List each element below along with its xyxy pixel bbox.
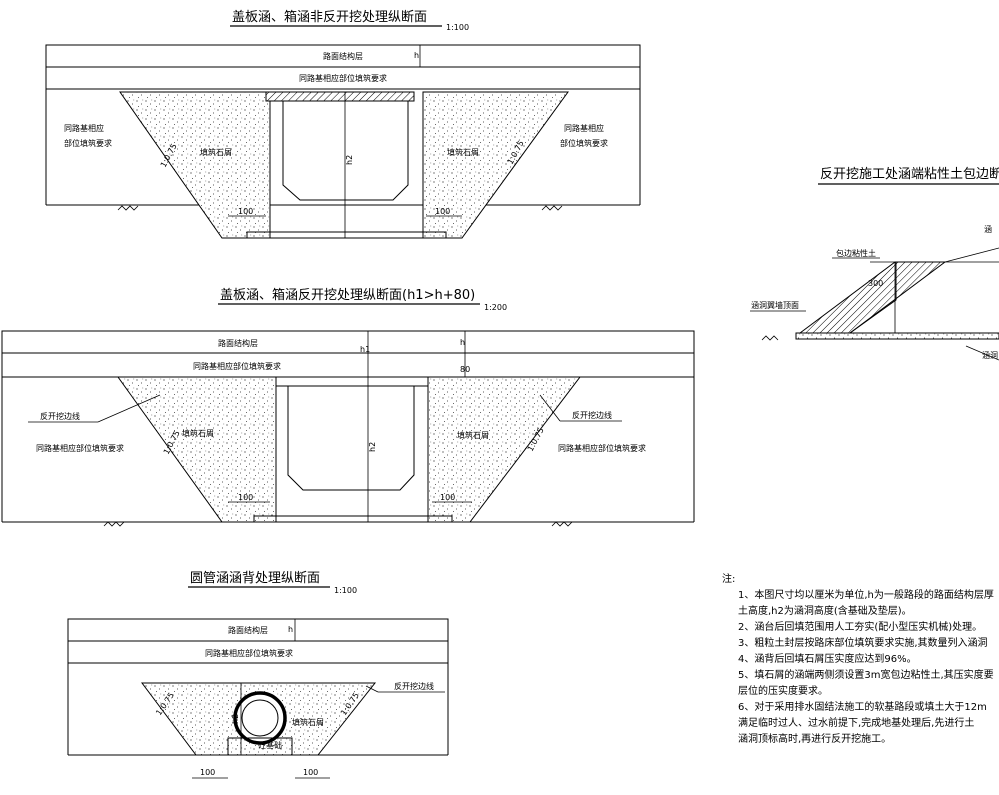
section2-dim-left: 100 bbox=[238, 493, 253, 502]
notes-title: 注: bbox=[722, 574, 736, 585]
note-line: 6、对于采用排水固结法施工的软基路段或填土大于12m bbox=[738, 702, 987, 713]
section1-pavement-label: 路面结构层 bbox=[323, 51, 363, 61]
note-line: 满足临时过人、过水前提下,完成地基处理后,先进行土 bbox=[738, 718, 975, 729]
note-line: 2、涵台后回填范围用人工夯实(配小型压实机械)处理。 bbox=[738, 622, 983, 633]
section2-gravel-right-label: 填筑石屑 bbox=[457, 430, 489, 440]
note-line: 层位的压实度要求。 bbox=[738, 686, 828, 697]
section1-side-left-1: 同路基相应 bbox=[64, 123, 104, 133]
section2-scale: 1:200 bbox=[484, 303, 507, 312]
section2-80-mark: 80 bbox=[460, 365, 470, 374]
note-line: 5、填石屑的涵端两侧须设置3m宽包边粘性土,其压实度要 bbox=[738, 670, 994, 681]
section2-excavation-left: 反开挖边线 bbox=[40, 411, 80, 421]
section3-h2-mark: h2 bbox=[231, 714, 240, 724]
section3-excavation-label: 反开挖边线 bbox=[394, 681, 434, 691]
section3-h-mark: h bbox=[288, 625, 293, 634]
section2-gravel-left-label: 填筑石屑 bbox=[182, 428, 214, 438]
section2-title: 盖板涵、箱涵反开挖处理纵断面(h1>h+80) bbox=[220, 287, 475, 303]
section3-concrete-base bbox=[227, 737, 293, 756]
section1-dim-right: 100 bbox=[435, 207, 450, 216]
section2-side-left: 同路基相应部位填筑要求 bbox=[36, 443, 124, 453]
section2-h1-mark: h1 bbox=[360, 345, 370, 354]
section2-excavation-right: 反开挖边线 bbox=[572, 410, 612, 420]
section1-fill-requirement: 同路基相应部位填筑要求 bbox=[299, 73, 387, 83]
section3-dim-right: 100 bbox=[303, 768, 318, 777]
section1-scale: 1:100 bbox=[446, 23, 469, 32]
section1-h-mark: h bbox=[414, 51, 419, 60]
section2-pavement-label: 路面结构层 bbox=[218, 338, 258, 348]
section1-cover-slab bbox=[265, 91, 415, 102]
section1-side-right-1: 同路基相应 bbox=[564, 123, 604, 133]
section2: 盖板涵、箱涵反开挖处理纵断面(h1>h+80) 1:200 路面结构层 h 80… bbox=[1, 287, 695, 527]
section3-pavement-label: 路面结构层 bbox=[228, 625, 268, 635]
section4-label-b: 涵洞 bbox=[982, 350, 998, 360]
note-line: 4、涵背后回填石屑压实度应达到96%。 bbox=[738, 654, 917, 665]
note-line: 土高度,h2为涵洞高度(含基础及垫层)。 bbox=[738, 606, 912, 617]
section2-fill-requirement: 同路基相应部位填筑要求 bbox=[193, 361, 281, 371]
section1-gravel-left-label: 填筑石屑 bbox=[200, 147, 232, 157]
section3: 圆管涵涵背处理纵断面 1:100 路面结构层 h 同路基相应部位填筑要求 h2 … bbox=[67, 571, 449, 779]
section4-label-a: 涵 bbox=[984, 225, 992, 234]
section2-h2-mark: h2 bbox=[368, 442, 377, 452]
note-line: 涵洞顶标高时,再进行反开挖施工。 bbox=[738, 734, 892, 745]
section2-h-mark: h bbox=[460, 338, 465, 347]
section4-dim: 300 bbox=[868, 279, 883, 288]
section2-pavement-layer bbox=[1, 330, 695, 354]
section4: 反开挖施工处涵端粘性土包边断 包边粘性土 300 涵洞翼墙顶面 涵 涵洞 bbox=[750, 167, 999, 361]
section4-clay-wedge bbox=[798, 261, 947, 334]
note-line: 1、本图尺寸均以厘米为单位,h为一般路段的路面结构层厚 bbox=[738, 590, 994, 601]
section4-top-surface-label: 涵洞翼墙顶面 bbox=[751, 300, 799, 310]
section3-base-label: 砼基础 bbox=[258, 740, 282, 750]
section1-title: 盖板涵、箱涵非反开挖处理纵断面 bbox=[232, 9, 427, 25]
section3-scale: 1:100 bbox=[334, 586, 357, 595]
section1-side-right-2: 部位填筑要求 bbox=[560, 138, 608, 148]
section1-box-culvert bbox=[269, 101, 424, 233]
section3-title: 圆管涵涵背处理纵断面 bbox=[190, 571, 320, 586]
section1-h2-mark: h2 bbox=[345, 155, 354, 165]
section2-dim-right: 100 bbox=[440, 493, 455, 502]
section1-gravel-right-label: 填筑石屑 bbox=[447, 147, 479, 157]
section4-title: 反开挖施工处涵端粘性土包边断 bbox=[820, 167, 999, 182]
section2-side-right: 同路基相应部位填筑要求 bbox=[558, 443, 646, 453]
section1-dim-left: 100 bbox=[238, 207, 253, 216]
section3-fill-requirement: 同路基相应部位填筑要求 bbox=[205, 648, 293, 658]
section2-box-culvert bbox=[275, 386, 429, 517]
note-line: 3、粗粒土封层按路床部位填筑要求实施,其数量列入涵洞 bbox=[738, 638, 988, 649]
section3-gravel-label: 填筑石屑 bbox=[292, 717, 324, 727]
section3-dim-left: 100 bbox=[200, 768, 215, 777]
section1-side-left-2: 部位填筑要求 bbox=[64, 138, 112, 148]
section4-clay-label: 包边粘性土 bbox=[836, 248, 876, 258]
section1: 盖板涵、箱涵非反开挖处理纵断面 1:100 路面结构层 h 同路基相应部位填筑要… bbox=[45, 9, 641, 239]
